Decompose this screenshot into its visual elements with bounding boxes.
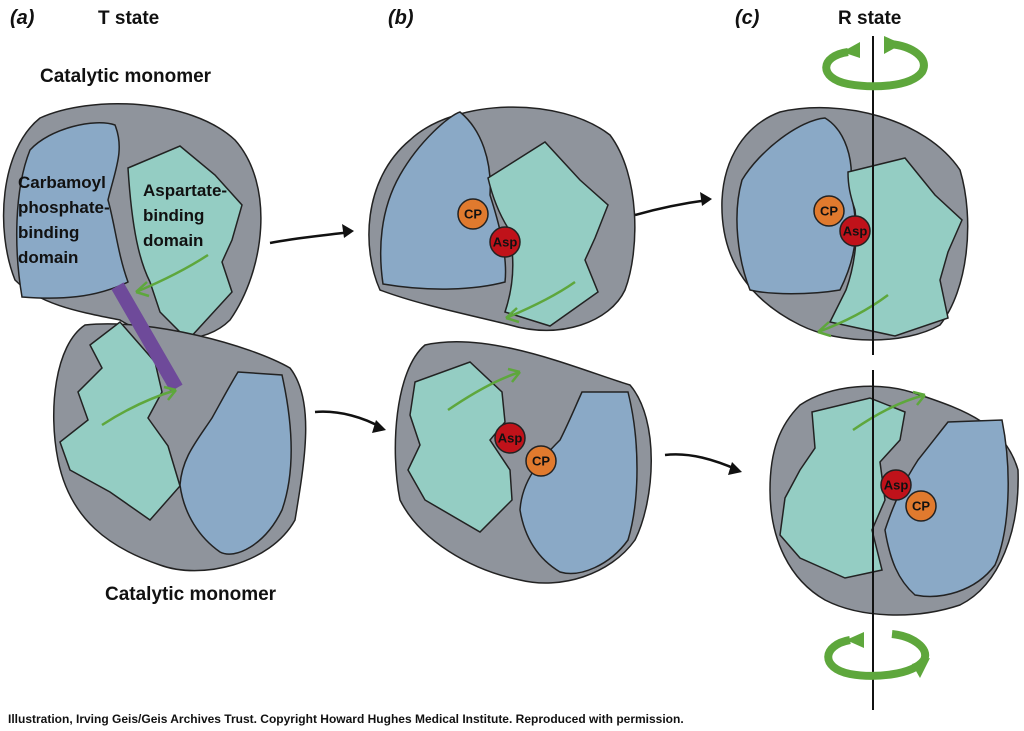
carbamoyl-phosphate-domain [884,419,1009,598]
carbamoyl-phosphate-domain [179,371,292,555]
asp-ligand: Asp [494,422,526,454]
asp-domain-label-line3: domain [143,231,203,250]
carbamoyl-phosphate-domain [16,122,129,299]
asp-domain-label-line1: Aspartate- [143,181,227,200]
transition-arrow [634,192,712,217]
credit-line: Illustration, Irving Geis/Geis Archives … [8,712,684,726]
green-arrowhead [135,281,150,298]
cp-ligand: CP [905,490,937,522]
panel-a-label: (a) [10,7,35,29]
cp-domain-label-line3: binding [18,223,79,242]
catalytic-monomer-top-label: Catalytic monomer [40,66,212,87]
green-motion-arrow [817,293,889,334]
rotation-arrow-top-icon [822,36,928,91]
green-motion-arrow [135,253,209,294]
panel-c-label: (c) [735,7,760,29]
green-arrowhead [912,390,926,406]
asp-ligand-label: Asp [498,431,523,446]
panel-b-bottom-monomer [394,340,652,584]
aspartate-domain [487,141,609,327]
cp-ligand-label: CP [820,204,838,219]
t-state-label: T state [98,8,159,29]
transition-arrow [269,224,354,245]
asp-ligand: Asp [489,226,521,258]
panel-a-bottom-monomer [53,320,307,572]
asp-ligand-label: Asp [493,235,518,250]
cp-domain-label-line1: Carbamoyl [18,173,106,192]
catalytic-monomer-bottom-label: Catalytic monomer [105,584,277,605]
asp-ligand-label: Asp [884,478,909,493]
green-motion-arrow [101,388,177,427]
asp-ligand-label: Asp [843,224,868,239]
panel-c-bottom-monomer [769,385,1019,616]
asp-ligand: Asp [839,215,871,247]
panel-a-top-monomer [2,102,262,342]
cp-ligand: CP [457,198,489,230]
transition-arrow [314,410,386,433]
panel-a-domain-labels: Carbamoyl phosphate- binding domain Aspa… [18,173,227,267]
transition-arrow [664,453,742,475]
panel-b-top-monomer [368,106,636,332]
green-motion-arrow [447,370,521,412]
aspartate-domain [59,320,181,521]
green-arrowhead [817,321,832,338]
cp-domain-label-line2: phosphate- [18,198,110,217]
asp-ligand: Asp [880,469,912,501]
rotation-arrow-bottom-icon [824,630,930,680]
green-motion-arrow [852,393,926,432]
green-motion-arrow [505,280,576,320]
green-arrowhead [163,385,177,401]
carbamoyl-phosphate-domain [519,391,638,575]
panel-c-top-monomer [721,106,969,341]
cp-ligand: CP [813,195,845,227]
panel-b-label: (b) [388,7,414,29]
green-arrowhead [505,307,520,324]
cp-domain-label-line4: domain [18,248,78,267]
cp-ligand-label: CP [912,499,930,514]
aspartate-domain [127,145,243,342]
aspartate-domain [407,361,513,533]
cp-ligand-label: CP [464,207,482,222]
cp-ligand: CP [525,445,557,477]
green-arrowhead [507,367,521,383]
r-state-label: R state [838,8,901,29]
asp-domain-label-line2: binding [143,206,204,225]
interface-bar [111,282,183,392]
cp-ligand-label: CP [532,454,550,469]
